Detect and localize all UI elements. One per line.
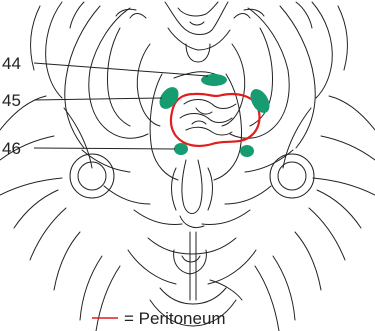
legend: = Peritoneum	[92, 309, 226, 328]
peritoneum-outline	[171, 94, 260, 146]
lymph-region-46-left	[174, 143, 188, 155]
leader-line-46	[34, 148, 175, 149]
lymph-region-46-right	[240, 145, 254, 157]
callout-label-44: 44	[2, 54, 21, 73]
leader-line-45	[34, 98, 162, 100]
callout-label-45: 45	[2, 91, 21, 110]
legend-text: = Peritoneum	[124, 309, 226, 328]
leader-line-44	[34, 63, 208, 76]
callout-label-46: 46	[2, 139, 21, 158]
